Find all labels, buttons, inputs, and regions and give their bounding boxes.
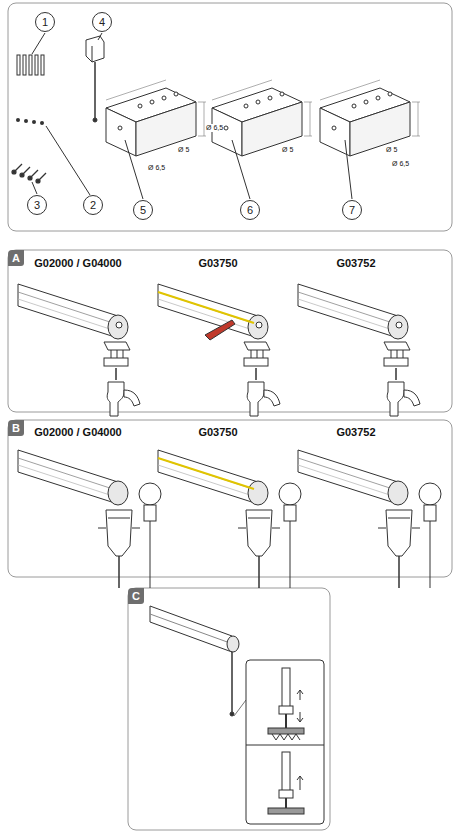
drawing-stroke: [285, 714, 287, 728]
bracket-5: [106, 80, 206, 156]
node-text: 2: [90, 199, 96, 211]
drawing-stroke: [279, 706, 293, 714]
model-label: G02000 / G04000: [34, 257, 121, 269]
dimension-label: Ø 5: [282, 146, 293, 154]
node-text: 5: [140, 204, 146, 216]
drawing-stroke: [93, 118, 97, 122]
drawing-stroke: [16, 118, 20, 122]
node-text: 6: [247, 204, 253, 216]
leader-line: [125, 140, 143, 199]
led-strip: [158, 458, 254, 489]
marker: [205, 320, 235, 340]
callout-number: 6: [240, 200, 260, 220]
drawing-stroke: [35, 55, 38, 75]
panel-outline: [128, 588, 330, 830]
drawing-stroke: [285, 798, 287, 808]
drawing-stroke: [297, 690, 303, 700]
drawing-stroke: [29, 55, 32, 75]
drawing-stroke: [282, 668, 290, 708]
drawing-stroke: [231, 652, 233, 712]
dimension-label: Ø 5: [386, 146, 397, 154]
drawing-stroke: [36, 179, 40, 183]
panel-outline: [8, 3, 452, 231]
drawing-stroke: [246, 745, 324, 746]
drawing-stroke: [20, 173, 24, 177]
drawing-stroke: [12, 170, 16, 174]
drawing-stroke: [297, 776, 303, 790]
callout-number: 3: [27, 195, 47, 215]
pins: [17, 55, 44, 75]
scene: [18, 284, 140, 416]
model-label: G03750: [198, 257, 237, 269]
callout-number: 1: [35, 12, 55, 32]
drawing-stroke: [297, 712, 303, 722]
drawing-stroke: [230, 712, 234, 716]
node-text: 7: [349, 204, 355, 216]
scene: [298, 284, 420, 416]
panel-letter: A: [8, 250, 24, 266]
drawing-stroke: [17, 55, 20, 75]
drawing-stroke: [268, 808, 304, 814]
drawing-stroke: [23, 55, 26, 75]
model-label: G02000 / G04000: [34, 426, 121, 438]
leader-line: [46, 126, 90, 195]
leader-line: [232, 140, 250, 199]
panel-letter: C: [128, 588, 144, 604]
scene: [158, 284, 280, 416]
awning-detail: [150, 606, 324, 824]
drawing-stroke: [86, 36, 104, 62]
dimension-label: Ø 5: [178, 146, 189, 154]
node-text: 3: [34, 199, 40, 211]
bracket-6: [212, 80, 312, 156]
drawing-stroke: [150, 606, 232, 652]
scene: [18, 450, 161, 588]
drawing-stroke: [234, 700, 246, 716]
drawing-stroke: [227, 636, 239, 652]
drawing-stroke: [246, 660, 324, 824]
washers: [16, 118, 44, 125]
callout-number: 7: [342, 200, 362, 220]
leader-line: [32, 182, 37, 194]
drawing-stroke: [150, 614, 230, 643]
callout-number: 5: [133, 200, 153, 220]
dimension-label: Ø 6,5: [392, 160, 409, 168]
drawing-stroke: [279, 790, 293, 798]
drawing-stroke: [272, 734, 300, 740]
leader-line: [98, 33, 102, 40]
drawing-stroke: [282, 752, 290, 792]
dimension-label: Ø 6,5: [148, 164, 165, 172]
screws: [12, 164, 46, 183]
leader-line: [32, 33, 45, 54]
node-text: 4: [99, 16, 105, 28]
rod-bracket: [86, 36, 104, 122]
node-text: C: [132, 590, 140, 602]
scene: [298, 450, 441, 588]
callout-number: 2: [83, 195, 103, 215]
panel-letter: B: [8, 420, 24, 436]
node-text: B: [12, 422, 20, 434]
led-strip: [158, 292, 254, 323]
drawing-stroke: [40, 121, 44, 125]
drawing-stroke: [94, 62, 96, 118]
node-text: 1: [42, 16, 48, 28]
drawing-stroke: [32, 120, 36, 124]
drawing-stroke: [268, 728, 304, 734]
leader-line: [345, 140, 352, 199]
model-label: G03750: [198, 426, 237, 438]
model-label: G03752: [336, 426, 375, 438]
bracket-7: [320, 80, 420, 156]
dimension-label: Ø 6,5: [206, 124, 223, 132]
drawing-stroke: [92, 46, 93, 62]
model-label: G03752: [336, 257, 375, 269]
drawing-stroke: [24, 119, 28, 123]
drawing-stroke: [28, 176, 32, 180]
drawing-stroke: [41, 55, 44, 75]
callout-number: 4: [92, 12, 112, 32]
node-text: A: [12, 252, 20, 264]
scene: [158, 450, 301, 588]
